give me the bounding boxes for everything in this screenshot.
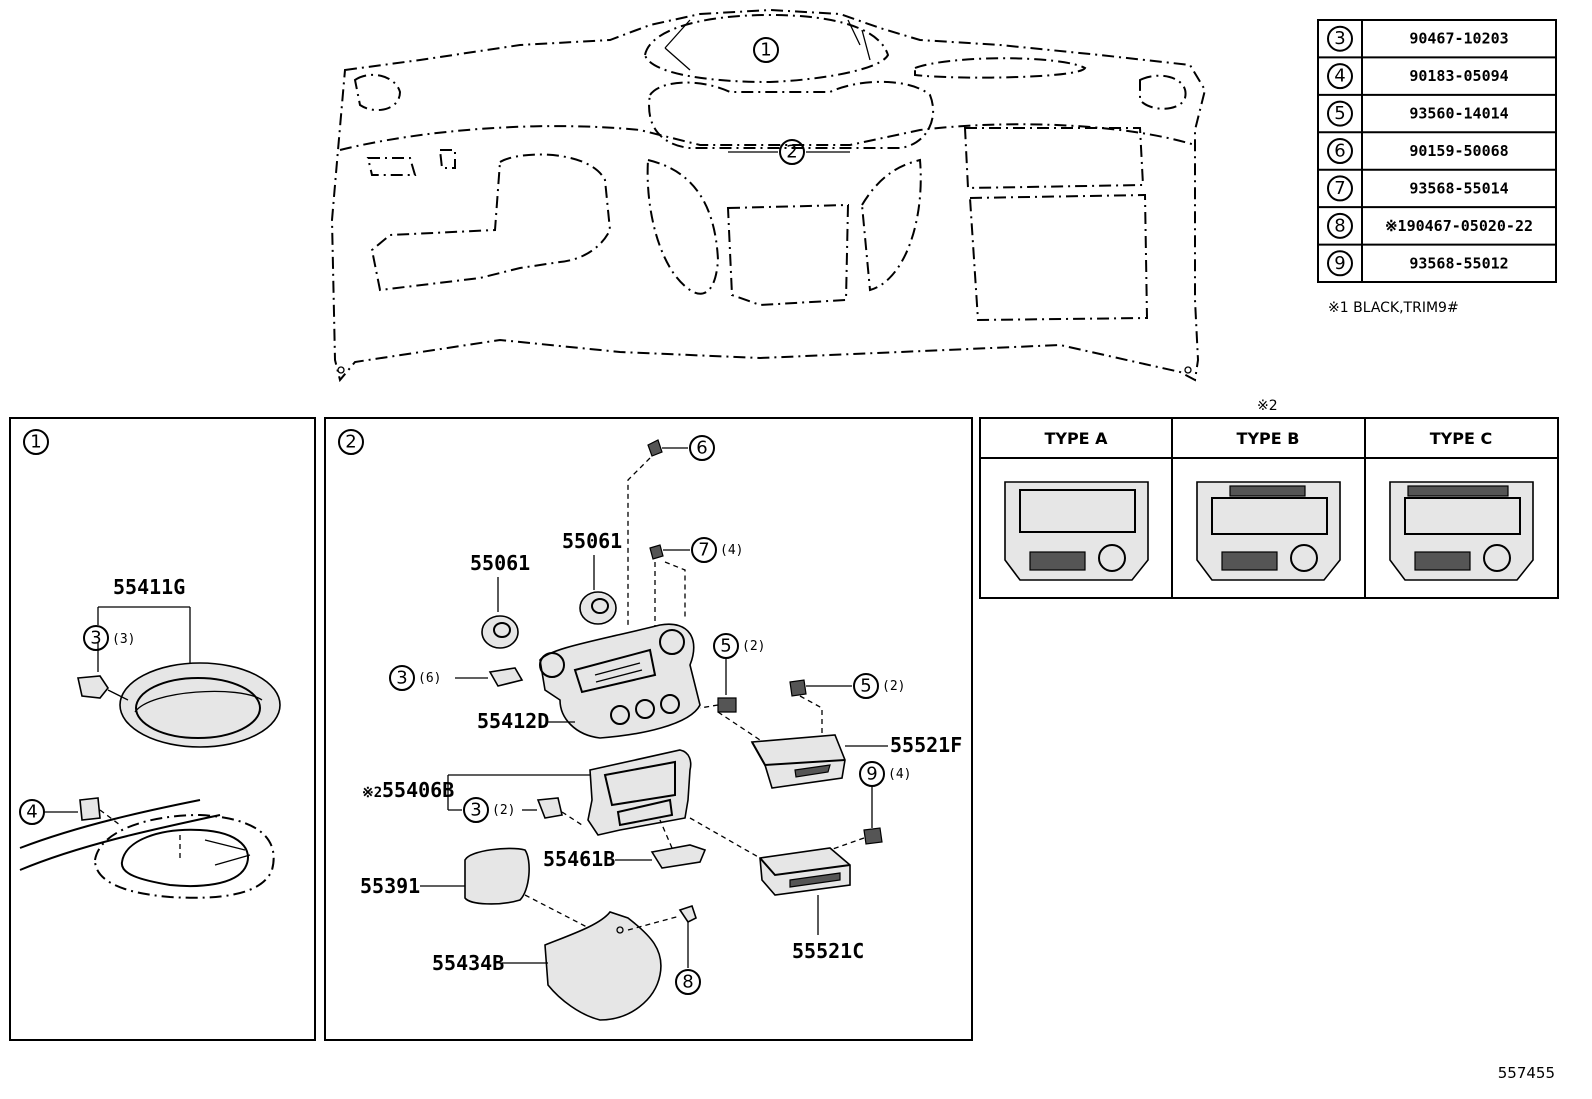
ref-6: 6 [696, 438, 707, 459]
clip-3-b [536, 797, 563, 819]
knob-55061-a [481, 615, 519, 649]
table-row-ref: 8 [1334, 215, 1345, 236]
panel-55406B [587, 749, 692, 836]
ref-8: 8 [682, 972, 693, 993]
qty-3-a: (6) [418, 671, 441, 686]
cover-55391 [464, 847, 530, 905]
type-c-header: TYPE C [1430, 429, 1492, 448]
ref-5-b: 5 [860, 676, 871, 697]
part-55434B: 55434B [432, 951, 504, 975]
qty-3-b: (2) [492, 803, 515, 818]
qty-7: (4) [720, 543, 743, 558]
qty-5-a: (2) [742, 639, 765, 654]
ref-7: 7 [698, 540, 709, 561]
table-row-part-number: 90183-05094 [1409, 67, 1508, 85]
ref-9: 9 [866, 764, 877, 785]
part-55521F: 55521F [890, 733, 962, 757]
table-row-part-number: 93560-14014 [1409, 105, 1508, 123]
part-55061-b: 55061 [562, 529, 622, 553]
clip-3-panel1 [77, 675, 109, 699]
table-row-ref: 6 [1334, 141, 1345, 162]
type-b-illustration [1196, 481, 1341, 581]
callout-2-circle [779, 139, 805, 165]
qty-9: (4) [888, 767, 911, 782]
callout-1-number: 1 [760, 40, 771, 61]
clip-3-a [488, 667, 524, 687]
tray-55461B [650, 844, 707, 869]
table-row-part-number: 90467-10203 [1409, 30, 1508, 48]
part-55412D: 55412D [477, 709, 549, 733]
table-footnote: ※1 BLACK,TRIM9# [1328, 300, 1459, 316]
type-c-illustration [1389, 481, 1534, 581]
type-b-header: TYPE B [1237, 429, 1300, 448]
part-55411G: 55411G [113, 575, 185, 599]
qty-5-b: (2) [882, 679, 905, 694]
qty-3-panel1: (3) [112, 632, 135, 647]
panel-1-label-circle [23, 429, 49, 455]
cover-55434B [544, 911, 662, 1021]
ref-3-panel1: 3 [90, 628, 101, 649]
ring-bezel-55411G [119, 662, 281, 748]
type-a-illustration [1004, 481, 1149, 581]
ref-5-a: 5 [720, 636, 731, 657]
table-row-ref: 3 [1334, 28, 1345, 49]
panel-2-label: 2 [345, 432, 356, 453]
table-row-ref: 4 [1334, 66, 1345, 87]
ref-3-b: 3 [470, 800, 481, 821]
pocket-55521F [750, 734, 846, 789]
diagram-id: 557455 [1498, 1064, 1555, 1082]
callout-1-circle [753, 37, 779, 63]
table-row-part-number: 90159-50068 [1409, 142, 1508, 160]
clip-4-panel1 [79, 797, 101, 821]
types-note: ※2 [1257, 398, 1278, 414]
callout-2-number: 2 [786, 142, 797, 163]
table-row-part-number: 93568-55014 [1409, 179, 1508, 197]
part-55391: 55391 [360, 874, 420, 898]
type-a-header: TYPE A [1044, 429, 1108, 448]
types-table: ※2 TYPE A TYPE B TYPE C [979, 398, 1559, 599]
table-row-part-number: ※190467-05020-22 [1385, 217, 1533, 235]
table-row-ref: 7 [1334, 178, 1345, 199]
table-row-ref: 9 [1334, 253, 1345, 274]
ref-4-panel1: 4 [26, 802, 37, 823]
pocket-55521C [759, 847, 851, 896]
panel-2: 2 6 7 (4) 55061 55061 [324, 417, 973, 1041]
part-55521C: 55521C [792, 939, 864, 963]
ref-3-a: 3 [396, 668, 407, 689]
part-55461B: 55461B [543, 847, 615, 871]
table-row-ref: 5 [1334, 103, 1345, 124]
panel-1: 1 55411G 3 (3) 4 [9, 417, 316, 1041]
part-55061-a: 55061 [470, 551, 530, 575]
dashboard-overview: 1 2 [330, 8, 1207, 383]
part-55406B: 55406B [382, 778, 454, 802]
knob-55061-b [579, 591, 617, 625]
part-55406B-prefix: ※2 [362, 785, 382, 801]
panel-1-label: 1 [30, 432, 41, 453]
center-bezel-55412D [539, 623, 701, 739]
parts-table: 3 90467-10203 4 90183-05094 5 93560-14014 6 901… [1317, 19, 1557, 316]
table-row-part-number: 93568-55012 [1409, 254, 1508, 272]
